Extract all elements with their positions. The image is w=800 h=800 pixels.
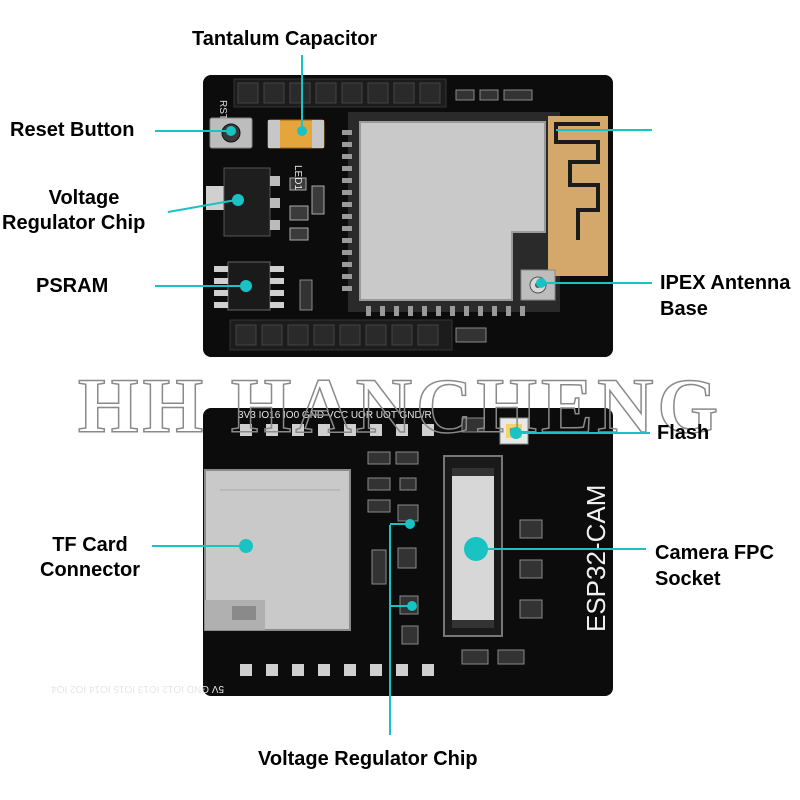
watermark: HH HANCHENG <box>78 362 722 449</box>
label-voltage-regulator-top-1: Voltage <box>48 187 120 209</box>
rf-shield <box>359 121 546 301</box>
label-ipex-2: Base <box>660 298 708 320</box>
callout-dots <box>226 126 546 611</box>
dot-tf <box>239 539 253 553</box>
board-top: RST LED1 <box>203 75 613 357</box>
smd-part <box>299 279 313 311</box>
dot-tantalum <box>297 126 307 136</box>
smd-part <box>461 417 485 433</box>
label-tf-2: Connector <box>40 559 140 581</box>
label-reset-button: Reset Button <box>10 119 135 141</box>
smd-part <box>455 327 487 343</box>
label-tantalum-capacitor: Tantalum Capacitor <box>192 28 378 50</box>
esp32-cam-silkscreen: ESP32-CAM <box>581 485 611 632</box>
dot-vreg-top <box>232 194 244 206</box>
tf-card-connector <box>204 469 351 631</box>
voltage-regulator-top <box>206 167 280 237</box>
label-psram: PSRAM <box>36 275 109 297</box>
pin-labels-bottom: 5V GND IO12 IO13 IO15 IO14 IO2 IO4 <box>51 683 224 694</box>
board-bottom: 3V3 IO16 IO0 GND VCC UOR UOT GND/R <box>51 408 613 696</box>
label-ipex-1: IPEX Antenna <box>660 272 791 294</box>
dot-reset <box>226 126 236 136</box>
dot-flash <box>510 427 522 439</box>
tantalum-capacitor <box>267 119 325 149</box>
pads-bottom-row <box>240 664 434 676</box>
label-camera-2: Socket <box>655 568 721 590</box>
label-voltage-regulator-bottom: Voltage Regulator Chip <box>258 748 478 770</box>
rst-silkscreen: RST <box>217 100 228 120</box>
label-voltage-regulator-top-2: Regulator Chip <box>2 212 146 234</box>
pin-header-top <box>233 78 447 108</box>
label-camera-1: Camera FPC <box>655 542 774 564</box>
pads-top-row <box>240 424 434 436</box>
esp32-module <box>342 112 608 316</box>
pin-labels-top: 3V3 IO16 IO0 GND VCC UOR UOT GND/R <box>238 410 432 421</box>
label-tf-1: TF Card <box>52 534 128 556</box>
smd-parts-bottom <box>367 451 543 665</box>
dot-psram <box>240 280 252 292</box>
dot-camera <box>464 537 488 561</box>
led1-silkscreen: LED1 <box>292 165 303 190</box>
callout-line-vreg-top <box>167 199 237 213</box>
pin-header-bottom <box>229 319 453 351</box>
callout-lines <box>152 55 652 735</box>
label-flash: Flash <box>657 422 710 444</box>
smd-parts-middle <box>289 177 325 241</box>
smd-components-top <box>455 89 533 101</box>
dot-ipex <box>536 278 546 288</box>
